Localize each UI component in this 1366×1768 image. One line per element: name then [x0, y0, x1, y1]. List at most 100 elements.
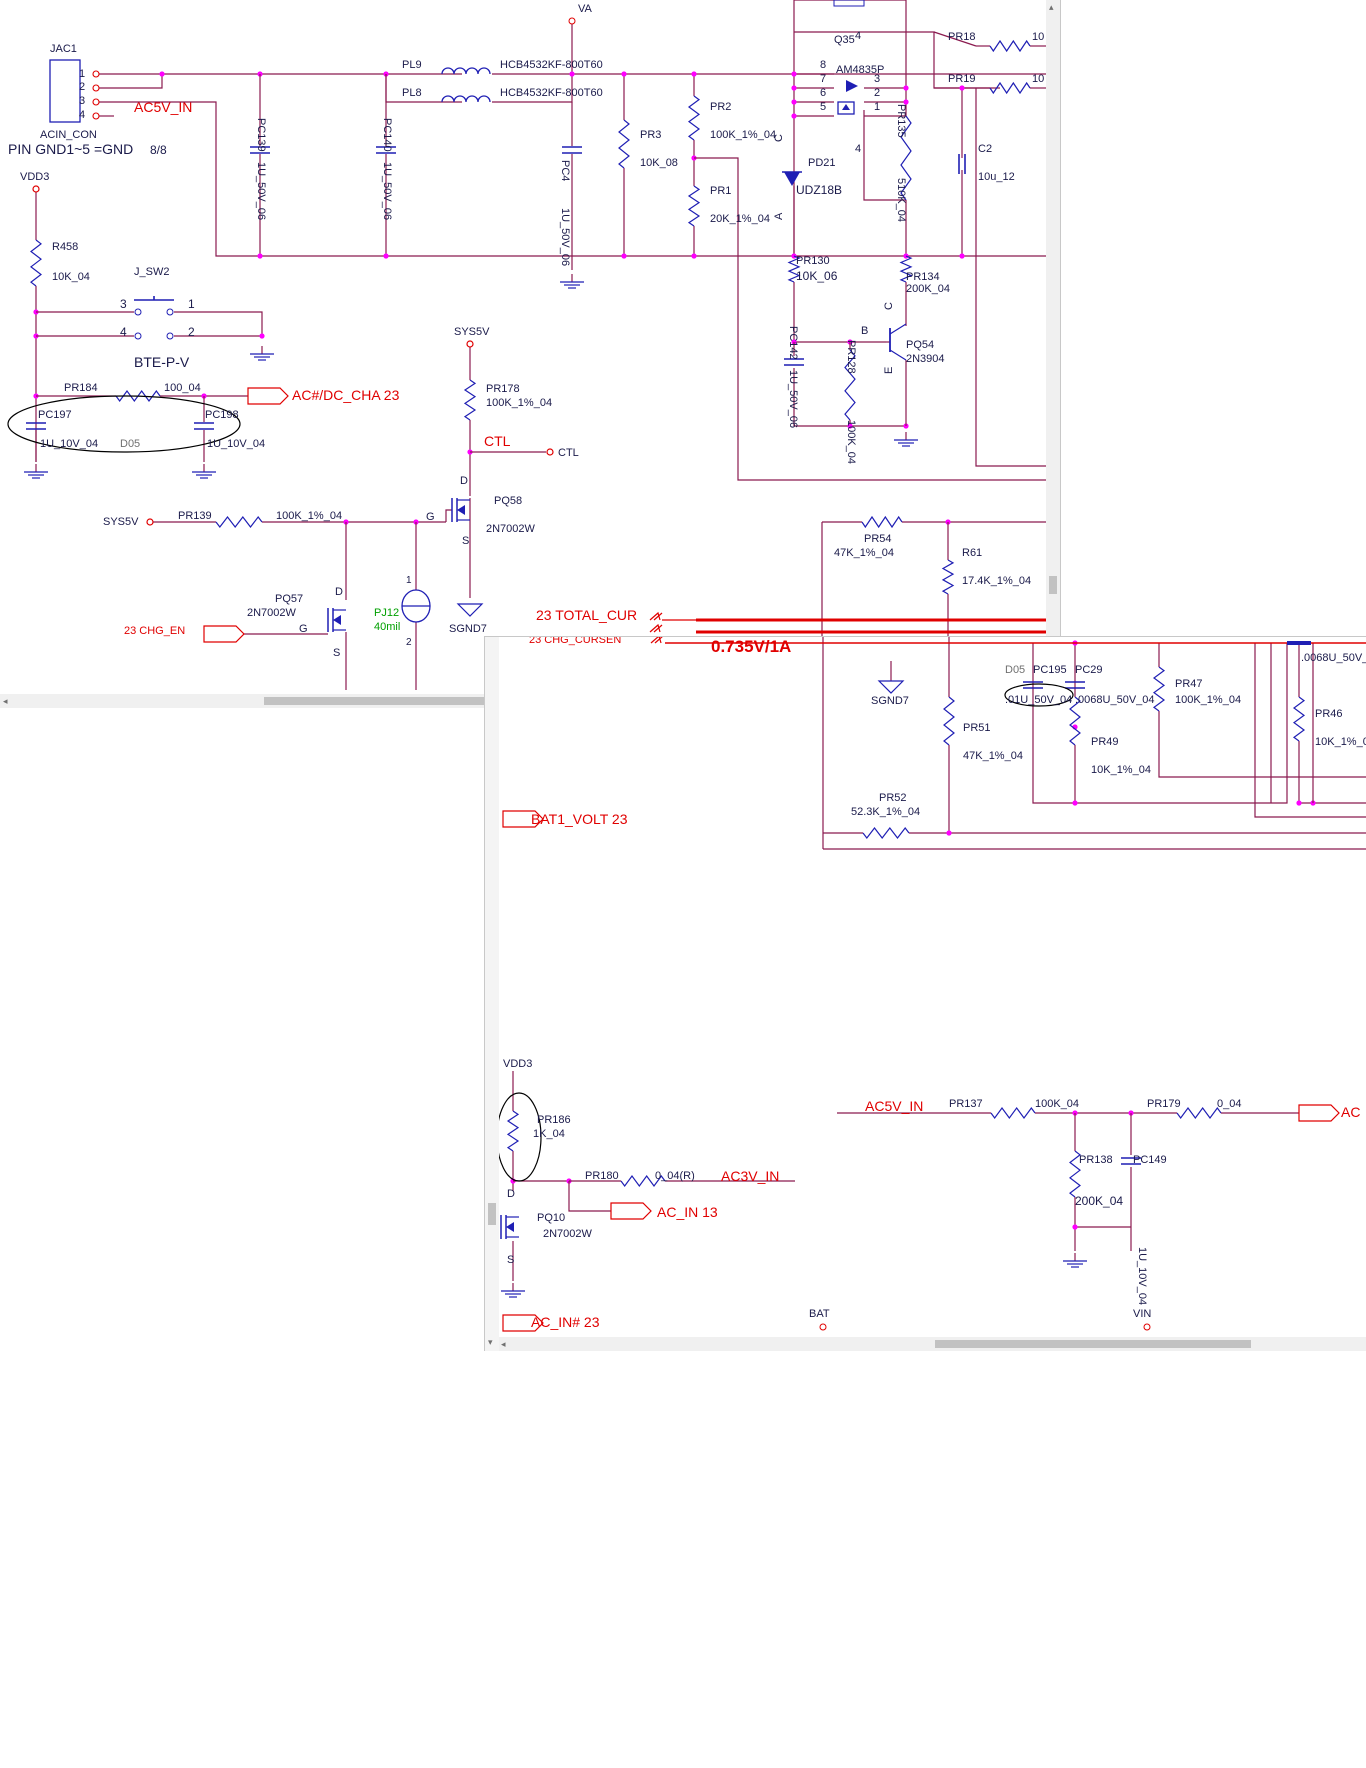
schematic-label: PQ57 — [275, 593, 303, 605]
junction-dot — [383, 253, 389, 259]
schematic-label: 23 TOTAL_CUR — [536, 607, 637, 623]
schematic-label: D — [460, 475, 468, 487]
schematic-label: 52.3K_1%_04 — [851, 806, 920, 818]
wire — [385, 74, 462, 103]
diode-icon — [846, 80, 858, 92]
pin-icon — [1143, 1323, 1151, 1331]
schematic-label: E — [883, 367, 895, 374]
schematic-label: 17.4K_1%_04 — [962, 575, 1031, 587]
vertical-scrollbar-bottom[interactable]: ▾ — [485, 637, 499, 1351]
schematic-label: SGND7 — [449, 623, 487, 635]
connector-pin — [92, 84, 100, 92]
pin-icon — [146, 518, 154, 526]
schematic-label: S — [333, 647, 340, 659]
schematic-label: 10K_06 — [796, 269, 838, 283]
schematic-label: PR139 — [178, 510, 212, 522]
resistor-icon — [463, 379, 477, 421]
resistor-icon — [1292, 696, 1306, 742]
junction-dot — [1296, 800, 1302, 806]
schematic-label: CTL — [558, 447, 579, 459]
schematic-label: HCB4532KF-800T60 — [500, 87, 603, 99]
zener-diode-icon — [784, 172, 800, 186]
schematic-label: PC195 — [1033, 664, 1067, 676]
schematic-label: 10u_12 — [978, 171, 1015, 183]
schematic-label: 4 — [79, 109, 85, 121]
schematic-label: 10K_1%_04 — [1315, 736, 1366, 748]
junction-dot — [959, 85, 965, 91]
wires-bottom — [510, 637, 1366, 1281]
schematic-label: 1U_50V_06 — [559, 208, 571, 266]
schematic-label: PR179 — [1147, 1098, 1181, 1110]
scroll-left-icon[interactable]: ◂ — [3, 696, 8, 706]
scrollbar-thumb[interactable] — [1049, 576, 1057, 594]
annotation-ellipse — [7, 395, 241, 453]
connector-jac1 — [49, 59, 81, 123]
schematic-label: 510K_04 — [895, 178, 907, 222]
horizontal-scrollbar-top[interactable]: ◂ — [0, 694, 484, 708]
schematic-label: 10K_08 — [640, 157, 678, 169]
junction-dot — [621, 71, 627, 77]
schematic-label: PJ12 — [374, 607, 399, 619]
resistor-icon — [618, 119, 630, 169]
schematic-label: 1U_50V_06 — [381, 162, 393, 220]
schematic-label: PC149 — [1133, 1154, 1167, 1166]
scrollbar-thumb[interactable] — [488, 1203, 496, 1225]
schematic-label: 1U_50V_06 — [787, 370, 799, 428]
wire — [99, 73, 163, 89]
horizontal-scrollbar-bottom[interactable]: ◂ — [499, 1337, 1366, 1351]
schematic-label: D — [507, 1188, 515, 1200]
net-port-icon — [653, 612, 663, 621]
schematic-label: 2 — [406, 637, 412, 648]
schematic-label: 20K_1%_04 — [710, 213, 770, 225]
connector-pin — [92, 98, 100, 106]
schematic-label: VDD3 — [503, 1058, 532, 1070]
schematic-label: 47K_1%_04 — [963, 750, 1023, 762]
wire — [568, 1181, 611, 1212]
schematic-label: 4 — [855, 30, 861, 42]
schematic-label: 10 — [1032, 73, 1044, 85]
junction-dot — [903, 99, 909, 105]
pin-icon — [466, 340, 474, 348]
schematic-label: UDZ18B — [796, 183, 842, 197]
schematic-label: PQ54 — [906, 339, 934, 351]
schematic-label: 8/8 — [150, 143, 167, 157]
net-label: AC — [1341, 1104, 1360, 1120]
switch-contact-icon — [166, 308, 174, 316]
vertical-scrollbar-top[interactable]: ▴ — [1046, 0, 1060, 708]
schematic-label: G — [426, 511, 435, 523]
annotation-ellipse — [1004, 683, 1074, 707]
scroll-down-icon[interactable]: ▾ — [488, 1337, 493, 1347]
scrollbar-thumb[interactable] — [935, 1340, 1251, 1348]
wire — [694, 157, 1046, 481]
scroll-up-icon[interactable]: ▴ — [1049, 2, 1054, 12]
schematic-label: JAC1 — [50, 43, 77, 55]
resistor-icon — [941, 559, 955, 595]
resistor-icon — [30, 239, 42, 287]
resistor-icon — [687, 95, 701, 141]
schematic-label: AM4835P — [836, 64, 884, 76]
junction-dot — [569, 71, 575, 77]
schematic-label: 1 — [188, 297, 195, 311]
junction-dot — [1072, 800, 1078, 806]
junction-dot — [946, 830, 952, 836]
schematic-label: PR46 — [1315, 708, 1343, 720]
junction-dot — [1072, 1224, 1078, 1230]
schematic-label: 200K_04 — [1075, 1194, 1123, 1208]
schematic-label: 1K_04 — [533, 1128, 565, 1140]
schematic-label: PR19 — [948, 73, 976, 85]
schematic-label: 2N3904 — [906, 353, 945, 365]
wire — [1158, 711, 1366, 778]
schematic-label: 100K_1%_04 — [1175, 694, 1241, 706]
scrollbar-thumb[interactable] — [264, 697, 484, 705]
schematic-label: 2 — [874, 87, 880, 99]
net-port-icon — [502, 1314, 544, 1332]
scroll-left-icon[interactable]: ◂ — [501, 1339, 506, 1349]
pin-icon — [32, 185, 40, 193]
schematic-label: 1 — [406, 575, 412, 586]
schematic-label: 1U_10V_04 — [1136, 1247, 1148, 1305]
